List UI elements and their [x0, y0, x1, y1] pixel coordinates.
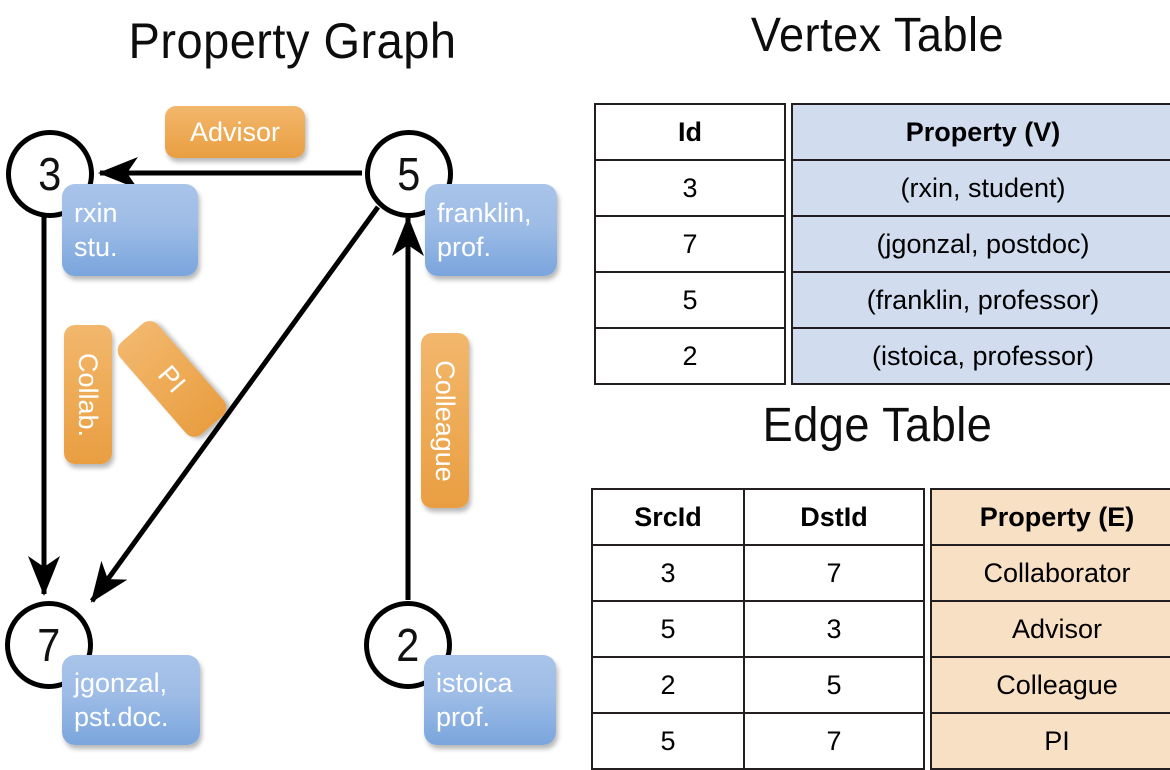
vertex-row-2-id: 5 [594, 271, 786, 329]
vertex-property-7-line2: pst.doc. [74, 702, 169, 732]
edge-row-3-dst: 7 [743, 712, 925, 770]
table-row[interactable]: 5 3 Advisor [591, 600, 1170, 658]
vertex-property-2-line1: istoica [436, 668, 513, 698]
vertex-property-5-line2: prof. [437, 232, 492, 262]
vertex-property-5-line1: franklin, [437, 198, 532, 228]
vertex-row-2-property: (franklin, professor) [791, 271, 1170, 329]
edge-5-to-7-pi [89, 205, 381, 603]
edge-label-pi-text: PI [152, 359, 192, 399]
edge-table-col-gap [924, 601, 931, 657]
vertex-table-col-gap [785, 328, 792, 384]
vertex-property-3-line2: stu. [74, 232, 118, 262]
vertex-node-2[interactable]: 2 [364, 601, 452, 689]
edge-row-2-dst: 5 [743, 656, 925, 714]
property-graph-panel: Property Graph 3 5 7 2 [0, 0, 585, 760]
edge-table-col-gap [924, 657, 931, 713]
edge-table-col-gap [924, 713, 931, 769]
edge-table: SrcId DstId Property (E) 3 7 Collaborato… [591, 488, 1170, 770]
edge-label-colleague: Colleague [421, 333, 469, 508]
vertex-property-2-line2: prof. [436, 702, 491, 732]
edge-row-0-property: Collaborator [930, 544, 1170, 602]
edge-label-collab-text: Collab. [73, 352, 104, 437]
edge-label-colleague-text: Colleague [430, 359, 460, 482]
edge-label-advisor-text: Advisor [189, 117, 281, 147]
vertex-row-0-id: 3 [594, 159, 786, 217]
vertex-node-5-id: 5 [397, 148, 421, 200]
property-graph-title: Property Graph [128, 13, 457, 69]
vertex-node-2-id: 2 [396, 619, 420, 671]
edge-table-header-row: SrcId DstId Property (E) [591, 488, 1170, 546]
vertex-table-title: Vertex Table [750, 9, 1005, 62]
vertex-row-1-id: 7 [594, 215, 786, 273]
edge-row-2-property: Colleague [930, 656, 1170, 714]
edge-row-0-src: 3 [591, 544, 745, 602]
edge-row-2-src: 2 [591, 656, 745, 714]
vertex-table-header-row: Id Property (V) [594, 103, 1170, 161]
vertex-table: Id Property (V) 3 (rxin, student) 7 (jgo… [594, 103, 1170, 385]
vertex-property-box-7: jgonzal, pst.doc. [62, 655, 200, 745]
table-row[interactable]: 5 7 PI [591, 712, 1170, 770]
edge-table-header-dstid: DstId [743, 488, 925, 546]
table-row[interactable]: 2 5 Colleague [591, 656, 1170, 714]
edge-row-1-dst: 3 [743, 600, 925, 658]
vertex-node-7-id: 7 [37, 619, 61, 671]
vertex-table-col-gap [785, 160, 792, 216]
vertex-node-5[interactable]: 5 [365, 130, 453, 218]
vertex-table-header-id: Id [594, 103, 786, 161]
vertex-property-box-5: franklin, prof. [425, 184, 557, 276]
edge-row-1-property: Advisor [930, 600, 1170, 658]
edge-table-col-gap [924, 489, 931, 545]
vertex-property-box-2: istoica prof. [424, 655, 556, 745]
vertex-table-col-gap [785, 216, 792, 272]
vertex-row-1-property: (jgonzal, postdoc) [791, 215, 1170, 273]
vertex-node-3-id: 3 [38, 148, 62, 200]
edge-table-header-srcid: SrcId [591, 488, 745, 546]
vertex-property-3-line1: rxin [74, 198, 118, 228]
vertex-table-header-property: Property (V) [791, 103, 1170, 161]
edge-label-advisor: Advisor [165, 106, 305, 158]
vertex-property-box-3: rxin stu. [62, 184, 198, 276]
table-row[interactable]: 2 (istoica, professor) [594, 327, 1170, 385]
edge-table-title: Edge Table [762, 399, 993, 452]
vertex-row-3-id: 2 [594, 327, 786, 385]
edge-row-3-property: PI [930, 712, 1170, 770]
table-row[interactable]: 7 (jgonzal, postdoc) [594, 215, 1170, 273]
vertex-row-3-property: (istoica, professor) [791, 327, 1170, 385]
vertex-row-0-property: (rxin, student) [791, 159, 1170, 217]
edge-row-3-src: 5 [591, 712, 745, 770]
edge-table-header-property: Property (E) [930, 488, 1170, 546]
vertex-table-col-gap [785, 104, 792, 160]
edge-table-col-gap [924, 545, 931, 601]
vertex-table-col-gap [785, 272, 792, 328]
table-row[interactable]: 3 (rxin, student) [594, 159, 1170, 217]
table-row[interactable]: 3 7 Collaborator [591, 544, 1170, 602]
edge-row-0-dst: 7 [743, 544, 925, 602]
vertex-property-7-line1: jgonzal, [74, 668, 168, 698]
edge-label-collab: Collab. [64, 325, 112, 464]
table-row[interactable]: 5 (franklin, professor) [594, 271, 1170, 329]
edge-row-1-src: 5 [591, 600, 745, 658]
graph-edges [28, 157, 424, 603]
